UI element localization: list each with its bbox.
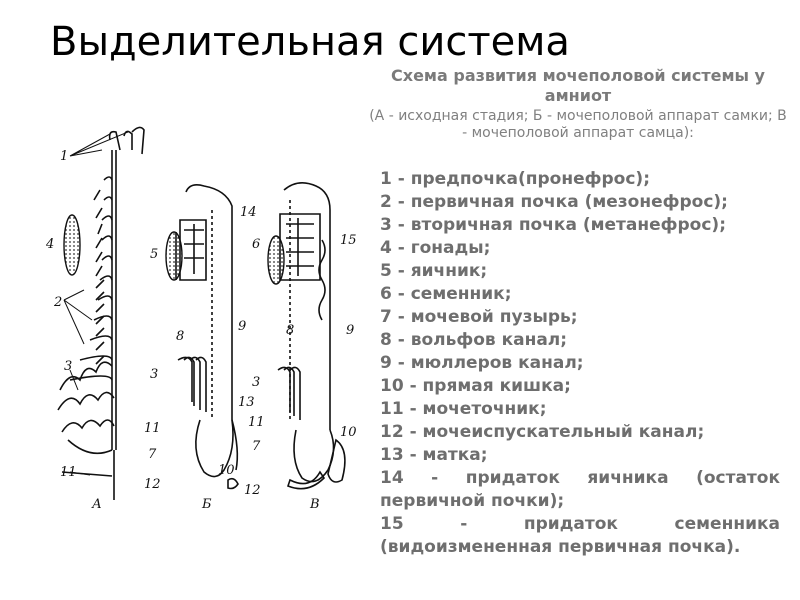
label-b-7: 7 bbox=[148, 447, 157, 462]
diagram-subtitle: Схема развития мочеполовой системы у амн… bbox=[391, 66, 765, 105]
label-c-7: 7 bbox=[252, 439, 261, 454]
legend-item: 15 - придаток семенника (видоизмененная … bbox=[380, 514, 780, 557]
label-c-10: 10 bbox=[340, 425, 357, 440]
legend-item: 4 - гонады; bbox=[380, 238, 491, 258]
panel-a-leaders bbox=[63, 131, 129, 476]
legend-item: 10 - прямая кишка; bbox=[380, 376, 571, 396]
legend-item: 1 - предпочка(пронефрос); bbox=[380, 169, 650, 189]
label-c-11: 11 bbox=[248, 415, 265, 430]
label-b-11: 11 bbox=[144, 421, 161, 436]
ovary-shape bbox=[165, 231, 183, 281]
label-c-3: 3 bbox=[252, 375, 260, 390]
legend-item: 7 - мочевой пузырь; bbox=[380, 307, 578, 327]
panel-label-c: В bbox=[309, 497, 320, 512]
label-c-12: 12 bbox=[244, 483, 261, 498]
legend-item: 11 - мочеточник; bbox=[380, 399, 547, 419]
legend-item: 13 - матка; bbox=[380, 445, 488, 465]
legend-item: 3 - вторичная почка (метанефрос); bbox=[380, 215, 726, 235]
panel-a-drawing bbox=[57, 126, 145, 500]
urogenital-diagram: 1 4 2 3 11 А 14 5 8 9 3 13 11 7 10 12 Б … bbox=[45, 126, 357, 512]
legend-item: 8 - вольфов канал; bbox=[380, 330, 568, 350]
legend-item: 14 - придаток яичника (остаток первичной… bbox=[380, 468, 780, 511]
label-b-10: 10 bbox=[218, 463, 235, 478]
panel-label-b: Б bbox=[201, 497, 212, 512]
diagram-subnote: (А - исходная стадия; Б - мочеполовой ап… bbox=[369, 108, 787, 141]
panel-label-a: А bbox=[91, 497, 102, 512]
legend-item: 9 - мюллеров канал; bbox=[380, 353, 584, 373]
label-c-15: 15 bbox=[340, 233, 357, 248]
label-a-4: 4 bbox=[45, 237, 54, 252]
label-b-9: 9 bbox=[238, 319, 246, 334]
label-b-8: 8 bbox=[176, 329, 184, 344]
label-c-6: 6 bbox=[252, 237, 260, 252]
label-a-2: 2 bbox=[53, 295, 62, 310]
panel-b-drawing bbox=[175, 184, 239, 490]
label-b-12: 12 bbox=[144, 477, 161, 492]
label-a-11: 11 bbox=[60, 465, 77, 480]
gonad-shape-a bbox=[63, 214, 81, 276]
label-c-9: 9 bbox=[346, 323, 354, 338]
label-b-13: 13 bbox=[238, 395, 255, 410]
legend-item: 2 - первичная почка (мезонефрос); bbox=[380, 192, 728, 212]
testis-shape bbox=[267, 235, 285, 285]
legend-item: 5 - яичник; bbox=[380, 261, 488, 281]
label-b-3: 3 bbox=[150, 367, 158, 382]
label-a-3: 3 bbox=[64, 359, 72, 374]
legend: 1 - предпочка(пронефрос); 2 - первичная … bbox=[380, 168, 780, 559]
legend-item: 6 - семенник; bbox=[380, 284, 512, 304]
label-a-1: 1 bbox=[60, 149, 68, 164]
label-b-5: 5 bbox=[150, 247, 158, 262]
label-b-14: 14 bbox=[240, 205, 257, 220]
slide-title: Выделительная система bbox=[50, 19, 570, 65]
label-c-8: 8 bbox=[286, 323, 294, 338]
legend-item: 12 - мочеиспускательный канал; bbox=[380, 422, 705, 442]
